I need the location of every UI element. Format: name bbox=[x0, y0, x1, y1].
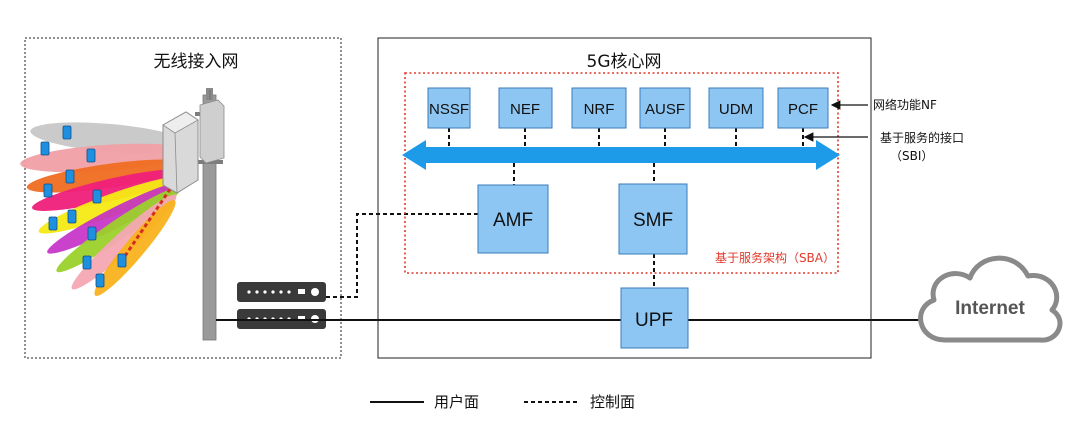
nf-smf-label: SMF bbox=[633, 210, 673, 231]
nf-annotation: 网络功能NF bbox=[873, 97, 937, 112]
phone-icon bbox=[92, 189, 102, 204]
legend-user-plane-label: 用户面 bbox=[434, 393, 479, 411]
phone-icon bbox=[48, 216, 58, 231]
ran-border bbox=[24, 37, 342, 359]
phone-icon bbox=[67, 209, 77, 224]
nf-udm: UDM bbox=[708, 87, 764, 129]
legend-control-plane-label: 控制面 bbox=[590, 393, 635, 411]
service-bus bbox=[402, 140, 840, 170]
phone-icon bbox=[82, 255, 92, 270]
internet-label: Internet bbox=[955, 298, 1025, 319]
nf-ausf: AUSF bbox=[639, 87, 691, 129]
nf-nrf-label: NRF bbox=[584, 101, 615, 118]
base-station-icon bbox=[162, 88, 225, 341]
nf-ausf-label: AUSF bbox=[645, 101, 685, 118]
nf-nrf: NRF bbox=[571, 87, 627, 129]
sbi-annotation-line1: 基于服务的接口 bbox=[880, 130, 964, 145]
control-plane-line bbox=[326, 213, 478, 298]
connections bbox=[216, 128, 927, 321]
ran-title: 无线接入网 bbox=[154, 52, 239, 72]
phone-icon bbox=[43, 183, 53, 198]
user-devices bbox=[40, 125, 127, 288]
phone-icon bbox=[86, 148, 96, 163]
nf-amf: AMF bbox=[477, 184, 549, 254]
core-region: 5G核心网 基于服务架构（SBA） NSSF NEF NRF AUSF U bbox=[377, 37, 872, 359]
phone-icon bbox=[40, 141, 50, 156]
sba-label: 基于服务架构（SBA） bbox=[715, 250, 835, 265]
phone-icon bbox=[65, 169, 75, 184]
internet-cloud-icon: Internet bbox=[918, 255, 1063, 343]
nf-smf: SMF bbox=[618, 183, 688, 255]
nf-nef-label: NEF bbox=[510, 101, 540, 118]
nf-pcf-label: PCF bbox=[788, 101, 818, 118]
sba-border bbox=[404, 72, 839, 274]
phone-icon bbox=[87, 226, 97, 241]
nf-upf: UPF bbox=[620, 287, 689, 349]
nf-amf-label: AMF bbox=[493, 210, 533, 231]
sbi-annotation-line2: （SBI） bbox=[890, 149, 933, 163]
core-title: 5G核心网 bbox=[587, 52, 662, 72]
phone-icon bbox=[95, 273, 105, 288]
core-border bbox=[377, 37, 872, 359]
annotations: 网络功能NF 基于服务的接口 （SBI） bbox=[803, 97, 964, 163]
legend: 用户面 控制面 bbox=[370, 393, 635, 411]
ran-server-control bbox=[237, 282, 326, 302]
nf-udm-label: UDM bbox=[719, 101, 753, 118]
phone-icon bbox=[117, 253, 127, 268]
nf-upf-label: UPF bbox=[635, 310, 673, 331]
nf-nef: NEF bbox=[498, 87, 553, 129]
nf-nssf: NSSF bbox=[427, 87, 471, 129]
phone-icon bbox=[62, 125, 72, 140]
ran-region: 无线接入网 bbox=[20, 37, 342, 359]
nf-nssf-label: NSSF bbox=[429, 101, 469, 118]
nf-pcf: PCF bbox=[777, 87, 829, 129]
